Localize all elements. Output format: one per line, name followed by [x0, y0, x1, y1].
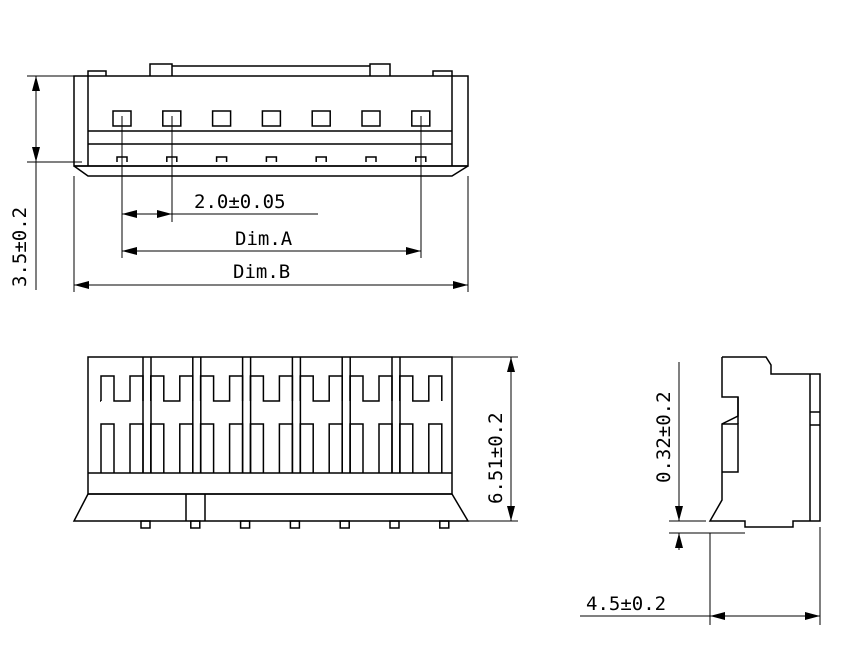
pin-stub: [389, 520, 400, 529]
cavity-right: [129, 423, 144, 473]
side-offset-label: 0.32±0.2: [653, 391, 675, 483]
side-depth-label: 4.5±0.2: [586, 593, 666, 615]
pin-stub: [289, 520, 301, 529]
cavity-top: [100, 375, 144, 402]
pin-notch: [215, 156, 228, 162]
pin-windows: [112, 110, 431, 127]
front-view-base: [72, 493, 470, 522]
pin-window: [211, 110, 232, 127]
pin-stub: [339, 520, 350, 529]
front-view: [72, 356, 470, 529]
dim-b-label: Dim.B: [233, 261, 290, 283]
cavity-left: [399, 423, 414, 473]
top-height-label: 3.5±0.2: [9, 207, 31, 287]
pin-notch: [315, 156, 327, 162]
side-depth-dimension: 4.5±0.2: [580, 527, 821, 625]
side-view: [708, 356, 821, 528]
cavity-top: [399, 375, 443, 402]
cavity-top: [249, 375, 294, 402]
cavity-left: [100, 423, 115, 473]
cavity-left: [150, 423, 165, 473]
pin-window: [261, 110, 282, 127]
side-view-outline: [708, 356, 821, 528]
front-height-dimension: 6.51±0.2: [452, 356, 518, 522]
cavity-top: [199, 375, 244, 402]
contact-cavities: [100, 357, 443, 473]
pin-stub: [140, 520, 151, 529]
side-offset-dimension: 0.32±0.2: [653, 362, 745, 550]
cavity-top: [349, 375, 393, 402]
front-pin-stubs: [140, 520, 450, 529]
cavity-left: [249, 423, 265, 473]
pin-stub: [239, 520, 251, 529]
cavity-right: [378, 423, 393, 473]
cavity-left: [199, 423, 215, 473]
cavity-right: [428, 423, 443, 473]
dim-a-label: Dim.A: [235, 228, 293, 250]
top-view-body: [73, 75, 469, 167]
cavity-right: [179, 423, 194, 473]
cavity-right: [228, 423, 244, 473]
cavity-left: [349, 423, 364, 473]
top-view: [73, 63, 469, 177]
pitch-label: 2.0±0.05: [194, 191, 286, 213]
pin-notches: [116, 156, 427, 162]
cavity-top: [150, 375, 194, 402]
pin-notch: [365, 156, 377, 162]
cavity-right: [328, 423, 343, 473]
top-latch-tab: [149, 63, 173, 76]
cavity-top: [299, 375, 343, 402]
top-height-dimension: 3.5±0.2: [9, 75, 88, 290]
pin-window: [311, 110, 331, 127]
pin-window: [361, 110, 381, 127]
width-dimensions: 2.0±0.05 Dim.A Dim.B: [73, 116, 469, 292]
cavity-right: [278, 423, 294, 473]
pin-stub: [190, 520, 201, 529]
pin-stub: [439, 520, 450, 529]
front-height-label: 6.51±0.2: [485, 412, 507, 504]
pin-notch: [265, 156, 278, 162]
cavity-left: [299, 423, 314, 473]
